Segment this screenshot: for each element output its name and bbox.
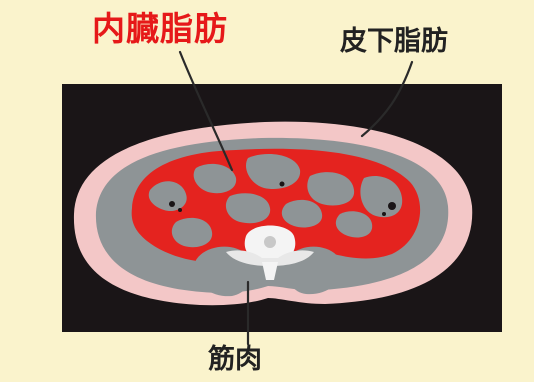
subcutaneous-fat-label: 皮下脂肪 — [340, 28, 448, 55]
visceral-fat-label: 内臓脂肪 — [92, 12, 228, 45]
muscle-label: 筋肉 — [208, 346, 262, 373]
